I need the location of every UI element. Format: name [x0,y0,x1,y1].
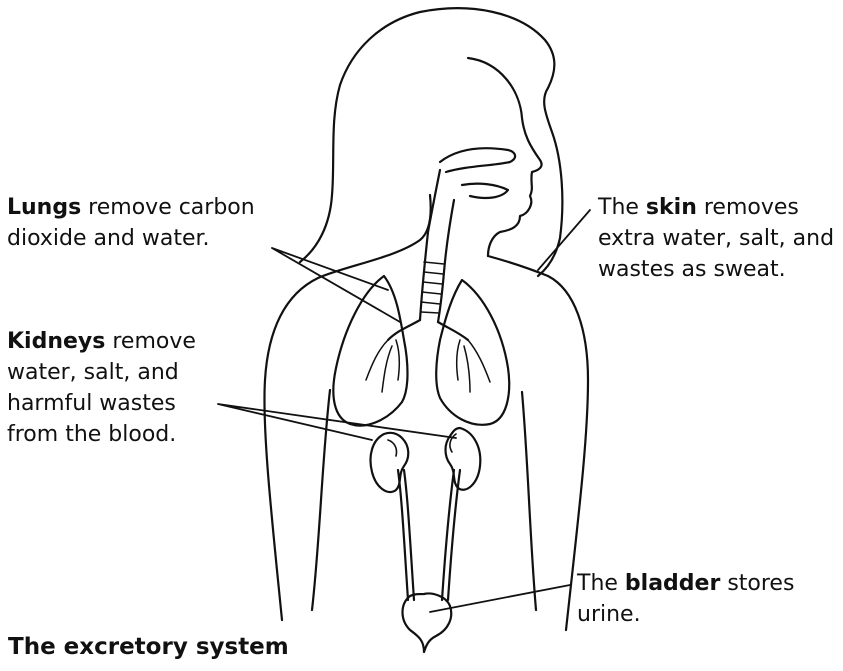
skin-text-1: removes [697,195,799,220]
bladder-label: The bladder stores urine. [577,568,794,630]
lungs-leader [272,248,400,322]
nasal-cavity [440,148,515,172]
bladder-text-1: stores [720,571,794,596]
bladder-term: bladder [625,571,720,596]
kidneys-text-4: from the blood. [7,419,196,450]
lungs-term: Lungs [7,195,81,220]
hair-outline [300,8,562,276]
kidneys-label: Kidneys remove water, salt, and harmful … [7,326,196,450]
right-ureter [442,470,460,600]
diagram-caption: The excretory system [8,634,289,660]
left-lung [333,276,407,426]
bladder [403,594,452,653]
left-arm-line [312,390,330,610]
lungs-label: Lungs remove carbon dioxide and water. [7,192,255,254]
left-kidney-inner [388,440,397,456]
trachea-left [420,170,440,320]
kidneys-text-3: harmful wastes [7,388,196,419]
skin-text-2: extra water, salt, and [598,223,834,254]
kidneys-text-2: water, salt, and [7,357,196,388]
right-arm-line [522,392,536,610]
bladder-prefix: The [577,571,625,596]
oral-cavity [462,184,508,198]
lungs-text-2: dioxide and water. [7,223,255,254]
left-ureter [398,470,414,600]
skin-leader [538,210,590,270]
bladder-text-2: urine. [577,599,794,630]
left-bronchial-lines [366,340,399,392]
face-outline [468,58,542,256]
bladder-leader [430,585,570,612]
lungs-text-1: remove carbon [81,195,255,220]
skin-prefix: The [598,195,646,220]
left-kidney [371,433,409,492]
skin-term: skin [646,195,697,220]
kidneys-term: Kidneys [7,329,105,354]
right-lung [436,280,509,425]
skin-text-3: wastes as sweat. [598,254,834,285]
kidneys-text-1: remove [105,329,196,354]
body-outline-right [488,256,588,630]
right-bronchial-lines [457,340,490,392]
skin-label: The skin removes extra water, salt, and … [598,192,834,285]
